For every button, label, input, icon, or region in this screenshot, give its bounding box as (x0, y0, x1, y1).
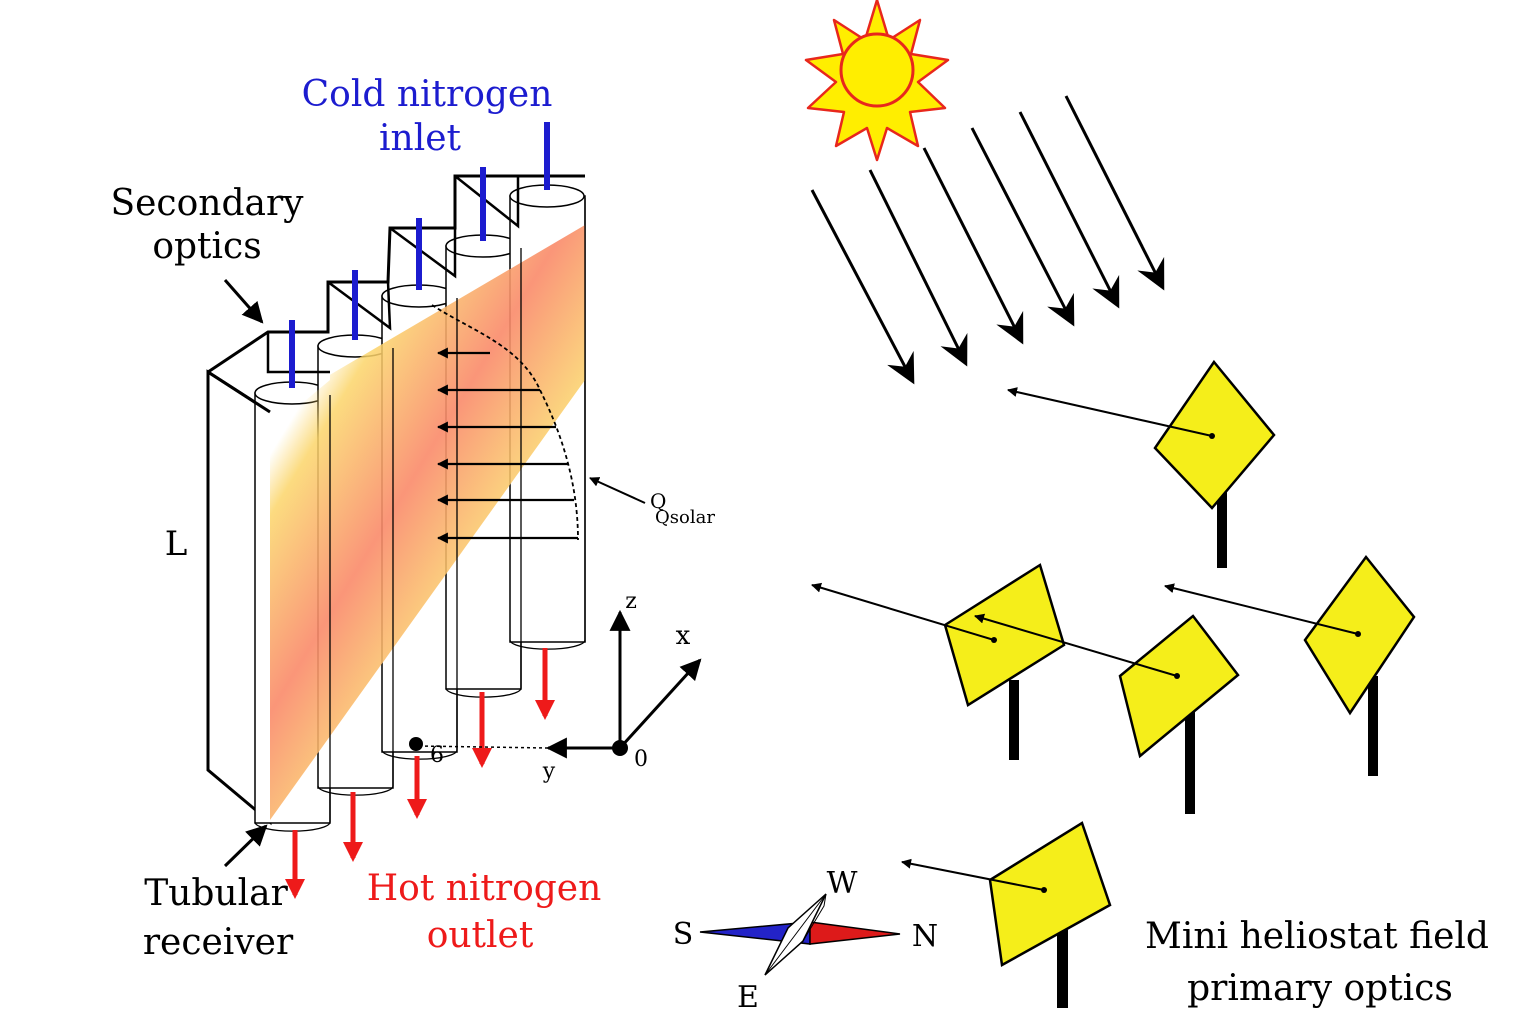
axis-z-label: z (625, 589, 637, 614)
cold-inlet-label: Cold nitrogen (302, 74, 553, 115)
secondary-optics-label-2: optics (152, 226, 261, 267)
tube-point (409, 737, 423, 751)
inlet-pipes (289, 122, 550, 388)
heliostat-icon (974, 613, 1240, 814)
q-label: Q (650, 489, 666, 513)
coordinate-axes (409, 609, 702, 759)
outlet-arrows (285, 648, 555, 899)
length-label: L (165, 524, 188, 564)
sun-icon (804, 0, 950, 162)
flux-profile-arrows (436, 347, 578, 544)
heliostat-icon (1164, 554, 1416, 776)
q-pointer-arrow (589, 477, 646, 504)
hot-outlet-label-2: outlet (427, 915, 534, 956)
axis-x-label: x (676, 621, 691, 651)
compass-north-label: N (912, 919, 938, 954)
sun-rays (810, 95, 1165, 385)
tube-index-label: 6 (430, 743, 444, 768)
origin-point (612, 740, 628, 756)
hot-outlet-label: Hot nitrogen (367, 868, 602, 909)
tubular-receiver-pointer (223, 824, 268, 868)
heliostat-icon (1007, 359, 1276, 568)
heliostat-field-label-2: primary optics (1187, 968, 1453, 1009)
heliostat-icon (811, 563, 1066, 760)
secondary-optics-edge (207, 174, 585, 374)
q-solar-label: Qsolar (655, 507, 715, 528)
compass-west-label: W (827, 866, 858, 901)
flux-profile-curve (431, 304, 579, 541)
compass-icon (699, 893, 901, 976)
heliostat-icon (901, 821, 1112, 1008)
compass-south-label: S (673, 917, 694, 952)
axis-y-label: y (542, 759, 556, 784)
cold-inlet-label-2: inlet (379, 118, 462, 159)
secondary-optics-pointer (223, 279, 264, 324)
heliostat-field-label: Mini heliostat field (1145, 916, 1489, 957)
tubular-receiver-label-2: receiver (143, 922, 294, 963)
secondary-optics-label: Secondary (110, 183, 304, 224)
compass-east-label: E (737, 980, 759, 1015)
tubular-receiver (206, 122, 646, 899)
axis-origin-label: 0 (634, 747, 648, 772)
tubular-receiver-label: Tubular (144, 873, 288, 914)
